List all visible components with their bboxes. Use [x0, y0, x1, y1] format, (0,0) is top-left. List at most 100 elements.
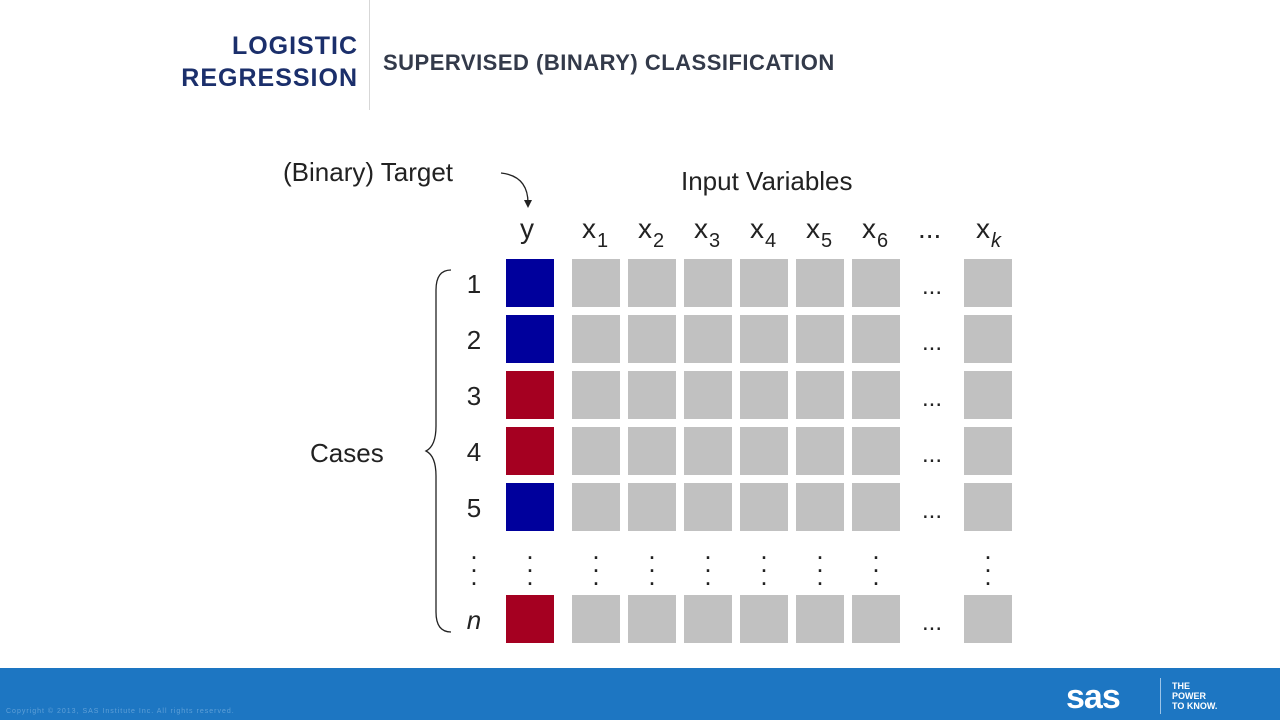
column-header-letter: x	[976, 213, 990, 244]
input-cell	[796, 371, 844, 419]
vertical-ellipsis: ...	[648, 535, 656, 591]
vertical-ellipsis: ...	[592, 535, 600, 591]
vertical-ellipsis: ...	[816, 535, 824, 591]
input-cell	[852, 371, 900, 419]
input-cell	[684, 483, 732, 531]
input-cell	[628, 595, 676, 643]
input-cell	[740, 371, 788, 419]
row-label: 5	[466, 493, 482, 523]
section-title: LOGISTIC REGRESSION	[181, 30, 358, 94]
input-cell	[740, 427, 788, 475]
input-cell	[852, 315, 900, 363]
column-header-letter: x	[806, 213, 820, 244]
footer-bar: Copyright © 2013, SAS Institute Inc. All…	[0, 668, 1280, 720]
input-cell	[852, 259, 900, 307]
row-label: 2	[466, 325, 482, 355]
copyright-text: Copyright © 2013, SAS Institute Inc. All…	[6, 708, 235, 715]
column-header-letter: x	[638, 213, 652, 244]
input-cell	[740, 259, 788, 307]
input-cell	[852, 595, 900, 643]
cases-label: Cases	[310, 438, 384, 468]
column-header-y: y	[520, 213, 534, 244]
input-cell	[796, 427, 844, 475]
vertical-ellipsis: ...	[872, 535, 880, 591]
column-header-subscript: 3	[709, 230, 721, 252]
column-header-subscript: 4	[765, 230, 777, 252]
input-cell	[740, 483, 788, 531]
row-ellipsis: ...	[921, 609, 942, 636]
input-cell	[628, 315, 676, 363]
column-header-letter: x	[694, 213, 708, 244]
column-header-subscript: 1	[597, 230, 609, 252]
target-cell-red	[506, 427, 554, 475]
input-cell	[572, 483, 620, 531]
input-cell	[572, 595, 620, 643]
input-cell-k	[964, 595, 1012, 643]
vertical-ellipsis: ...	[760, 535, 768, 591]
tagline-line2: POWER	[1172, 691, 1207, 701]
column-header-xk: xk	[976, 213, 1001, 253]
sas-logo: sas	[1066, 678, 1121, 716]
column-header-x1: x1	[582, 213, 608, 253]
input-cell-k	[964, 483, 1012, 531]
column-header-x5: x5	[806, 213, 832, 253]
logo-divider	[1160, 678, 1161, 714]
section-title-line1: LOGISTIC	[231, 32, 358, 60]
input-cell	[684, 315, 732, 363]
column-header-subscript: 5	[821, 230, 833, 252]
input-cell	[796, 259, 844, 307]
input-cell-k	[964, 371, 1012, 419]
input-cell	[796, 483, 844, 531]
input-cell	[628, 259, 676, 307]
row-label: 3	[466, 381, 482, 411]
column-header-letter: x	[582, 213, 596, 244]
target-arrow	[500, 172, 529, 204]
row-label: 4	[466, 437, 482, 467]
column-header-letter: x	[862, 213, 876, 244]
tagline-line1: THE	[1172, 681, 1190, 691]
vertical-ellipsis: ...	[984, 535, 992, 591]
input-cell-k	[964, 315, 1012, 363]
column-header-x4: x4	[750, 213, 776, 253]
input-cell	[852, 427, 900, 475]
input-cell-k	[964, 427, 1012, 475]
row-ellipsis: ...	[921, 385, 942, 412]
target-label: (Binary) Target	[283, 157, 454, 187]
input-cell	[740, 595, 788, 643]
input-cell	[572, 427, 620, 475]
input-cell	[628, 427, 676, 475]
input-cell	[796, 315, 844, 363]
column-header-x6: x6	[862, 213, 888, 253]
input-cell-k	[964, 259, 1012, 307]
row-ellipsis: ...	[921, 273, 942, 300]
input-cell	[796, 595, 844, 643]
column-header-letter: x	[750, 213, 764, 244]
column-header-subscript: 6	[877, 230, 889, 252]
input-cell	[684, 427, 732, 475]
target-cell-blue	[506, 315, 554, 363]
input-cell	[684, 595, 732, 643]
input-variables-label: Input Variables	[681, 166, 853, 196]
cases-brace	[424, 269, 452, 633]
input-cell	[572, 259, 620, 307]
row-ellipsis: ...	[921, 329, 942, 356]
target-cell-blue	[506, 259, 554, 307]
slide-title: SUPERVISED (BINARY) CLASSIFICATION	[383, 50, 835, 75]
input-cell	[852, 483, 900, 531]
vertical-ellipsis: ...	[704, 535, 712, 591]
header-divider	[369, 0, 370, 110]
tagline-line3: TO KNOW.	[1172, 701, 1218, 711]
input-cell	[684, 371, 732, 419]
input-cell	[572, 315, 620, 363]
column-header-x2: x2	[638, 213, 664, 253]
input-cell	[628, 483, 676, 531]
column-header-subscript: k	[991, 230, 1001, 252]
vertical-ellipsis: ...	[470, 535, 478, 591]
input-cell	[740, 315, 788, 363]
row-ellipsis: ...	[921, 497, 942, 524]
column-header-subscript: 2	[653, 230, 665, 252]
vertical-ellipsis: ...	[526, 535, 534, 591]
target-cell-red	[506, 371, 554, 419]
column-header-x3: x3	[694, 213, 720, 253]
